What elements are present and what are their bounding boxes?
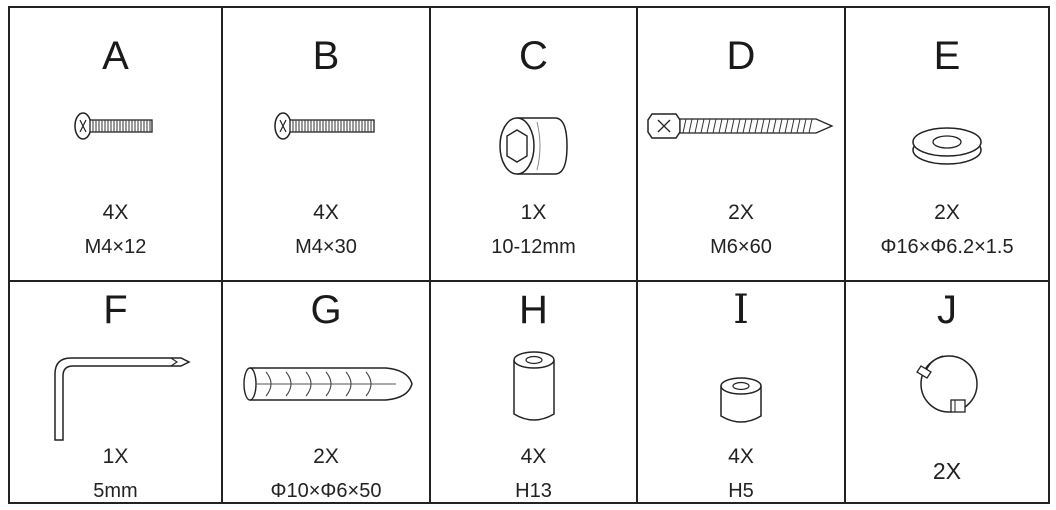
part-spec: H13 bbox=[515, 480, 552, 502]
part-letter: G bbox=[310, 288, 342, 332]
part-letter: J bbox=[937, 288, 957, 332]
part-spec: 10-12mm bbox=[491, 236, 576, 258]
part-spec: M6×60 bbox=[710, 236, 772, 258]
part-quantity: 4X bbox=[728, 445, 754, 468]
part-cell-e: E 2X Φ16×Φ6.2×1.5 bbox=[846, 8, 1048, 280]
part-letter: D bbox=[726, 34, 756, 78]
part-letter: H bbox=[519, 288, 548, 332]
column-divider bbox=[636, 8, 638, 502]
short-spacer-icon bbox=[638, 374, 844, 434]
part-letter: I bbox=[733, 287, 749, 333]
part-letter: A bbox=[102, 34, 129, 78]
part-spec: 5mm bbox=[93, 480, 138, 502]
part-quantity: 2X bbox=[934, 201, 960, 224]
lag-bolt-icon bbox=[638, 106, 844, 196]
short-screw-icon bbox=[10, 106, 221, 196]
long-screw-icon bbox=[223, 106, 429, 196]
part-cell-c: C 1X 10-12mm bbox=[431, 8, 636, 280]
part-quantity: 2X bbox=[728, 201, 754, 224]
part-quantity: 1X bbox=[520, 201, 547, 224]
part-cell-f: F 1X 5mm bbox=[10, 282, 221, 504]
part-quantity: 4X bbox=[520, 445, 547, 468]
part-quantity: 1X bbox=[102, 445, 129, 468]
part-cell-b: B 4X M4×30 bbox=[223, 8, 429, 280]
part-cell-i: I 4X H5 bbox=[638, 282, 844, 504]
part-letter: B bbox=[312, 34, 340, 78]
cap-clip-icon bbox=[846, 344, 1048, 434]
part-letter: F bbox=[103, 288, 128, 332]
part-cell-h: H 4X H13 bbox=[431, 282, 636, 504]
part-quantity: 2X bbox=[313, 445, 339, 468]
part-quantity: 4X bbox=[102, 201, 129, 224]
part-spec: Φ16×Φ6.2×1.5 bbox=[880, 236, 1014, 258]
part-letter: E bbox=[933, 34, 961, 78]
allen-key-icon bbox=[10, 344, 221, 444]
part-quantity: 4X bbox=[313, 201, 339, 224]
part-letter: C bbox=[519, 34, 548, 78]
column-divider bbox=[429, 8, 431, 502]
wall-anchor-icon bbox=[223, 354, 429, 414]
washer-icon bbox=[846, 120, 1048, 210]
part-cell-d: D 2X M6×60 bbox=[638, 8, 844, 280]
part-spec: M4×12 bbox=[84, 236, 147, 258]
column-divider bbox=[221, 8, 223, 502]
part-cell-a: A 4X M4×12 bbox=[10, 8, 221, 280]
parts-table: A 4X M4×12 B bbox=[8, 6, 1050, 504]
part-spec: H5 bbox=[728, 480, 754, 502]
hex-socket-icon bbox=[431, 112, 636, 202]
part-cell-g: G 2X Φ10×Φ6×50 bbox=[223, 282, 429, 504]
tall-spacer-icon bbox=[431, 348, 636, 438]
part-cell-j: J 2X bbox=[846, 282, 1048, 504]
part-quantity: 2X bbox=[932, 458, 962, 484]
part-spec: M4×30 bbox=[295, 236, 357, 258]
row-divider bbox=[10, 280, 1048, 282]
column-divider bbox=[844, 8, 846, 502]
part-spec: Φ10×Φ6×50 bbox=[270, 480, 382, 502]
